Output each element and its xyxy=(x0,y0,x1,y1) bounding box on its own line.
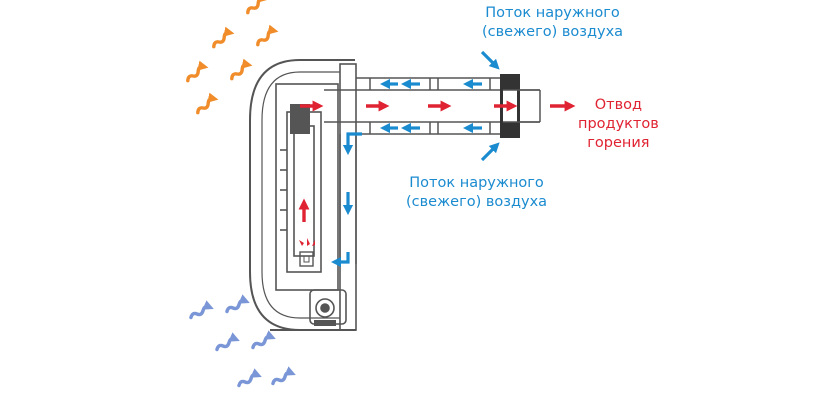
fresh-air-label-top: Поток наружного (свежего) воздуха xyxy=(482,5,624,40)
fresh-air-flow-arrows xyxy=(330,50,500,268)
exhaust-label: Отвод продуктов горения xyxy=(578,97,659,151)
convector-unit xyxy=(249,59,357,331)
flame-icon xyxy=(299,238,315,246)
fresh-air-label-bottom: Поток наружного (свежего) воздуха xyxy=(406,175,548,210)
vertical-air-channel xyxy=(339,134,357,264)
exhaust-flow-arrows xyxy=(298,100,576,222)
warm-air-arrows xyxy=(186,0,279,115)
cold-air-arrows xyxy=(189,294,296,388)
